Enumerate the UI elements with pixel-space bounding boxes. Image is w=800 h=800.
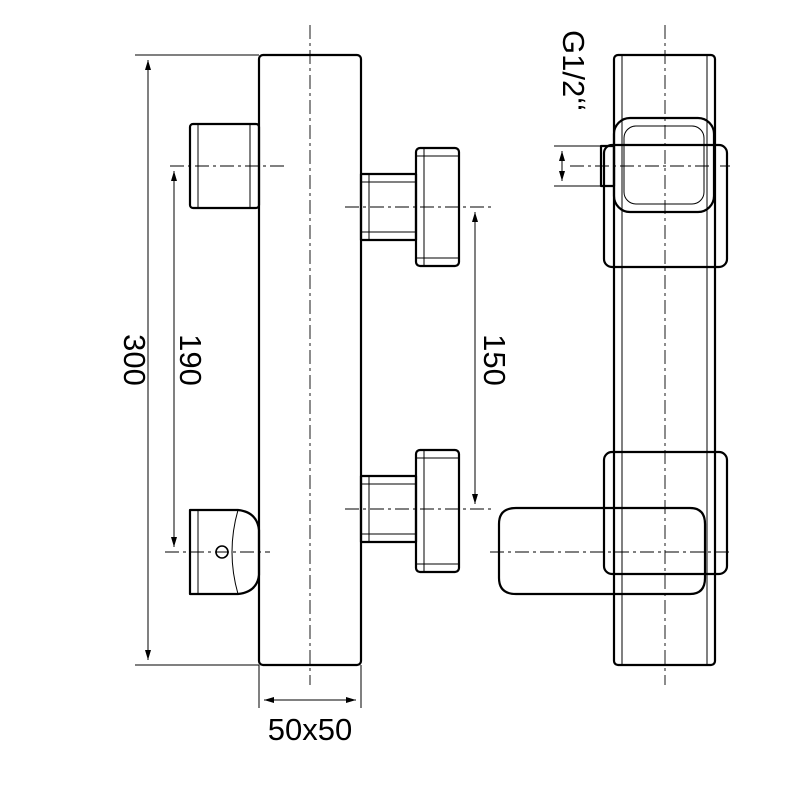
front-view: 300 190 150 50x50 (117, 25, 512, 747)
side-knob-upper (570, 116, 730, 269)
dimension-50x50-label: 50x50 (268, 712, 352, 747)
dimension-thread: G1/2ʻʻ (554, 30, 601, 187)
side-view: G1/2ʻʻ (490, 25, 730, 685)
dimension-150-label: 150 (477, 334, 512, 386)
knob-lower (345, 448, 495, 574)
dimension-300: 300 (117, 54, 259, 666)
inlet-connector-bottom (165, 508, 270, 596)
dimension-190-label: 190 (173, 334, 208, 386)
inlet-connector-top (170, 122, 285, 210)
dimension-150: 150 (472, 212, 512, 504)
side-valve-body (612, 53, 717, 667)
dimension-thread-label: G1/2ʻʻ (556, 30, 591, 111)
dimension-190: 190 (171, 171, 208, 547)
dimension-50x50: 50x50 (258, 665, 362, 747)
side-lever-lower (490, 450, 730, 596)
knob-upper (345, 146, 495, 268)
dimension-300-label: 300 (117, 334, 152, 386)
